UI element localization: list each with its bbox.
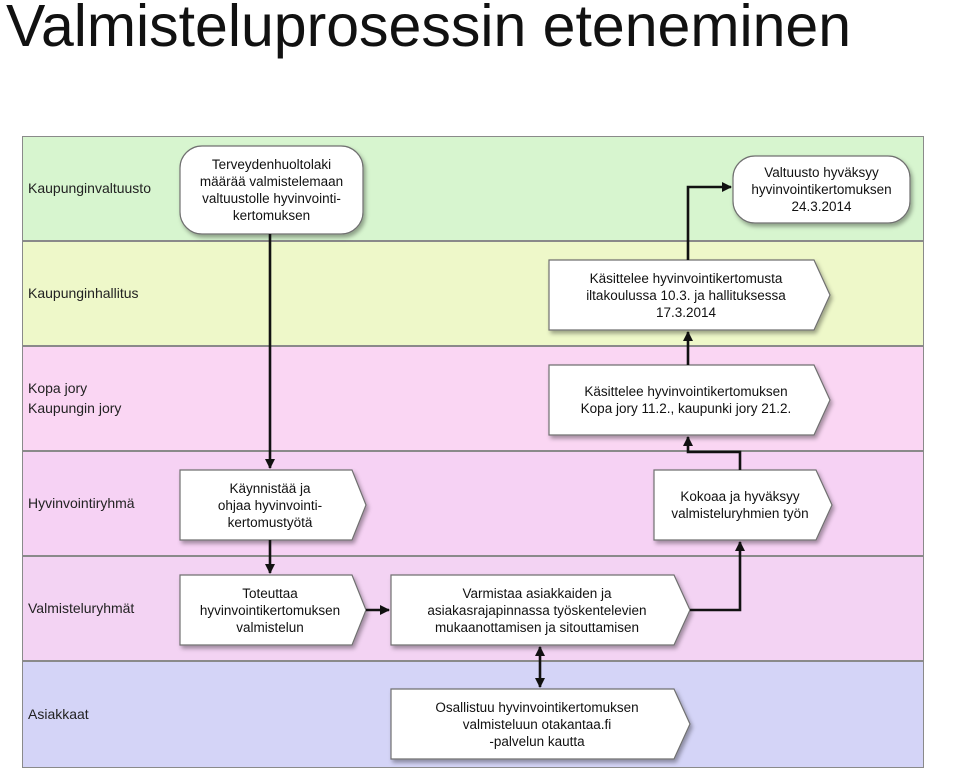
shape-n8 [548, 259, 831, 331]
shape-n5 [390, 688, 691, 760]
arrow-n4-n6 [690, 541, 745, 612]
shape-n7 [548, 364, 831, 436]
node-valtuusto-hyvaksyy: Valtuusto hyväksyy hyvinvointikertomukse… [751, 165, 892, 214]
lane-label-kaupunginhallitus: Kaupunginhallitus [28, 285, 139, 301]
node-kasittelee-jory: Käsittelee hyvinvointikertomuksen Kopa j… [580, 384, 792, 416]
shape-n3 [179, 574, 367, 646]
arrow-n6-n7 [683, 436, 742, 470]
node-varmistaa: Varmistaa asiakkaiden ja asiakasrajapinn… [427, 585, 647, 635]
shape-n1 [179, 145, 364, 235]
shape-n9 [732, 155, 911, 224]
node-kasittelee-hallitus: Käsittelee hyvinvointikertomusta iltakou… [586, 270, 786, 320]
node-terveydenhuoltolaki: Terveydenhuoltolaki määrää valmistelemaa… [199, 157, 344, 223]
node-toteuttaa: Toteuttaa hyvinvointikertomuksen valmist… [199, 585, 341, 635]
node-osallistuu: Osallistuu hyvinvointikertomuksen valmis… [435, 699, 639, 749]
lane-label-hyvinvointiryhma: Hyvinvointiryhmä [28, 495, 135, 511]
shape-n2 [179, 469, 367, 541]
node-kokoaa: Kokoaa ja hyväksyy valmisteluryhmien työ… [671, 489, 809, 521]
lane-label-valmisteluryhmat: Valmisteluryhmät [28, 600, 135, 616]
shape-n6 [653, 469, 833, 541]
node-kaynnistaa: Käynnistää ja ohjaa hyvinvointi- kertomu… [217, 480, 323, 530]
arrow-n8-n9 [686, 182, 732, 260]
page-title: Valmisteluprosessin eteneminen [6, 0, 852, 59]
shape-n4 [390, 574, 691, 646]
lane-label-kaupunginvaltuusto: Kaupunginvaltuusto [28, 180, 151, 196]
lane-label-kopa-jory: Kopa jory Kaupungin jory [28, 380, 122, 416]
lane-label-asiakkaat: Asiakkaat [28, 706, 89, 722]
